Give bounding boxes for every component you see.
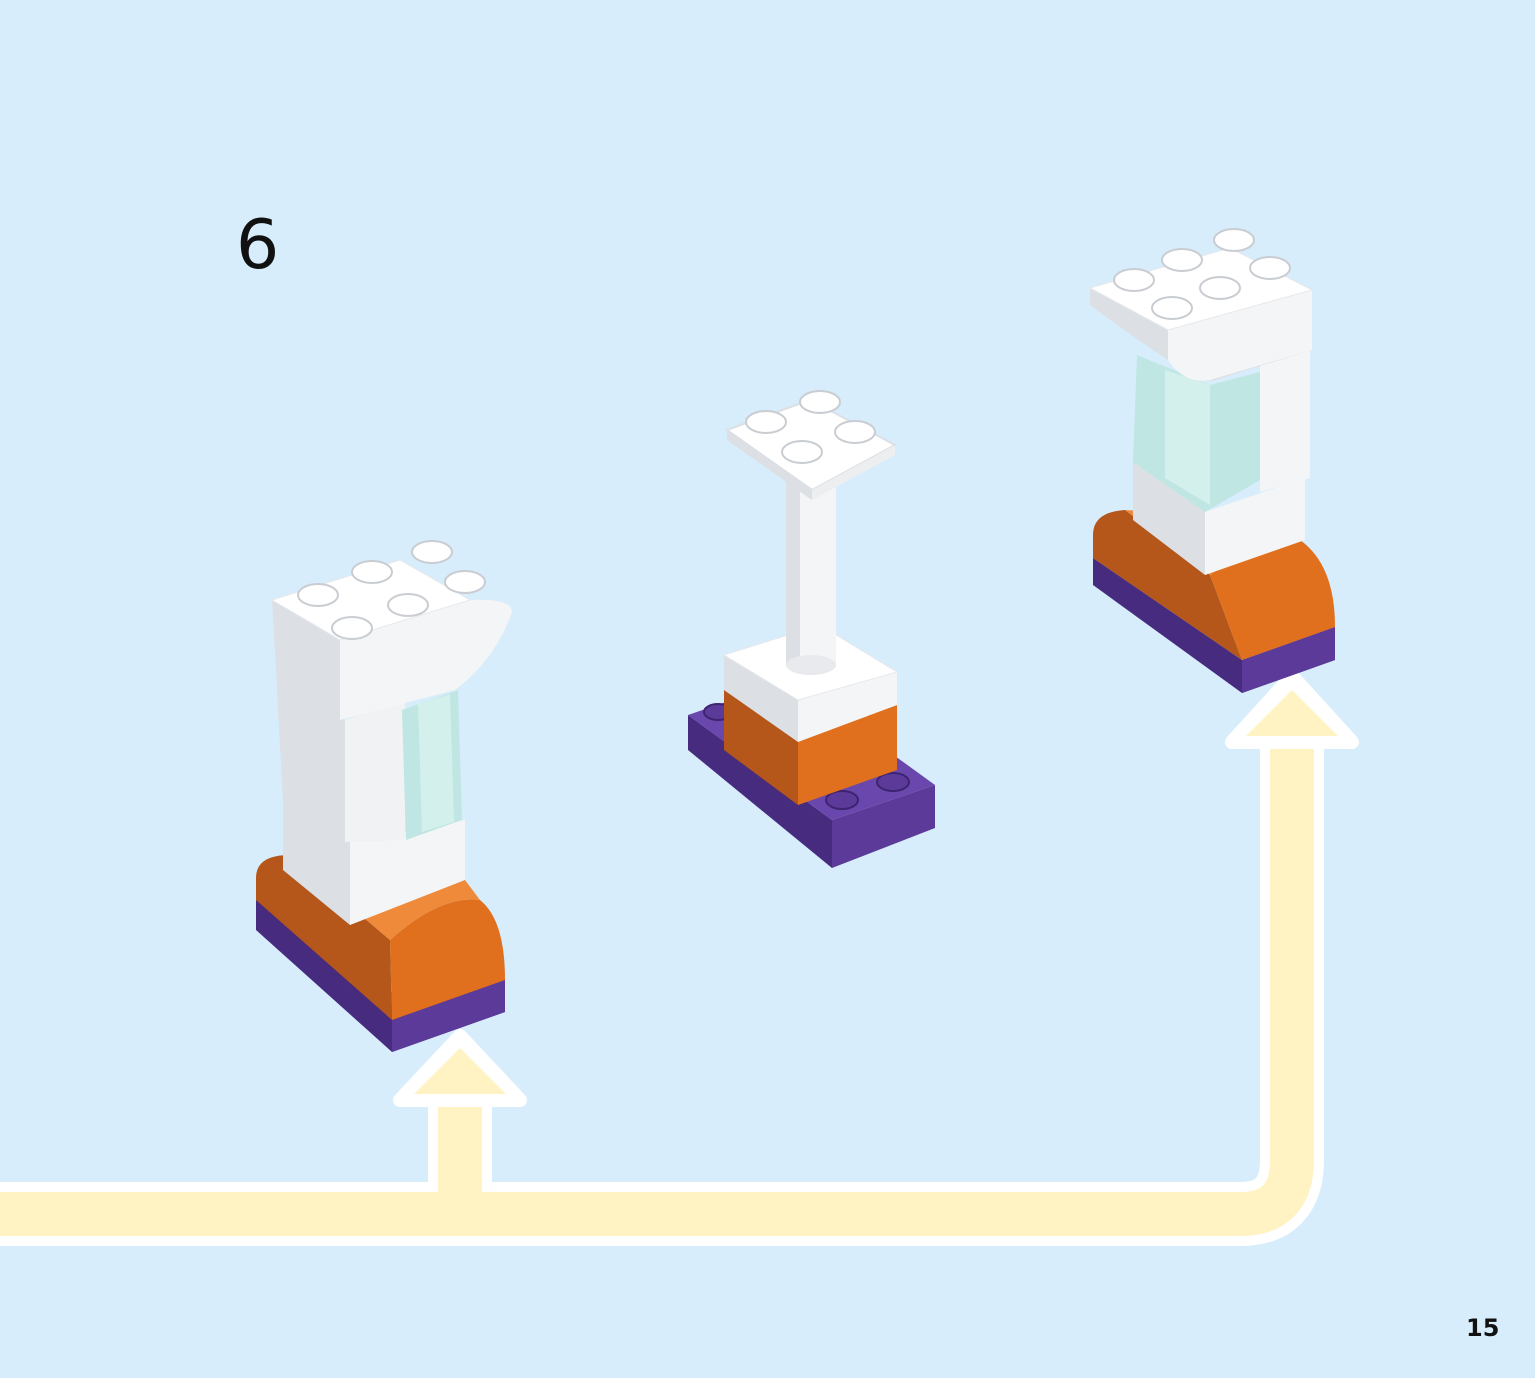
right-tower-model [1088,228,1335,693]
center-pole-model [688,390,935,868]
arrow-guides [0,669,1359,1246]
page-number: 15 [1466,1314,1500,1342]
arrow-path [0,730,1314,1236]
arrow-up-right [1225,669,1359,749]
left-tower-model [256,540,512,1052]
step-number: 6 [236,206,280,285]
arrow-path-outline [0,730,1324,1246]
arrow-up-left [393,1029,527,1107]
